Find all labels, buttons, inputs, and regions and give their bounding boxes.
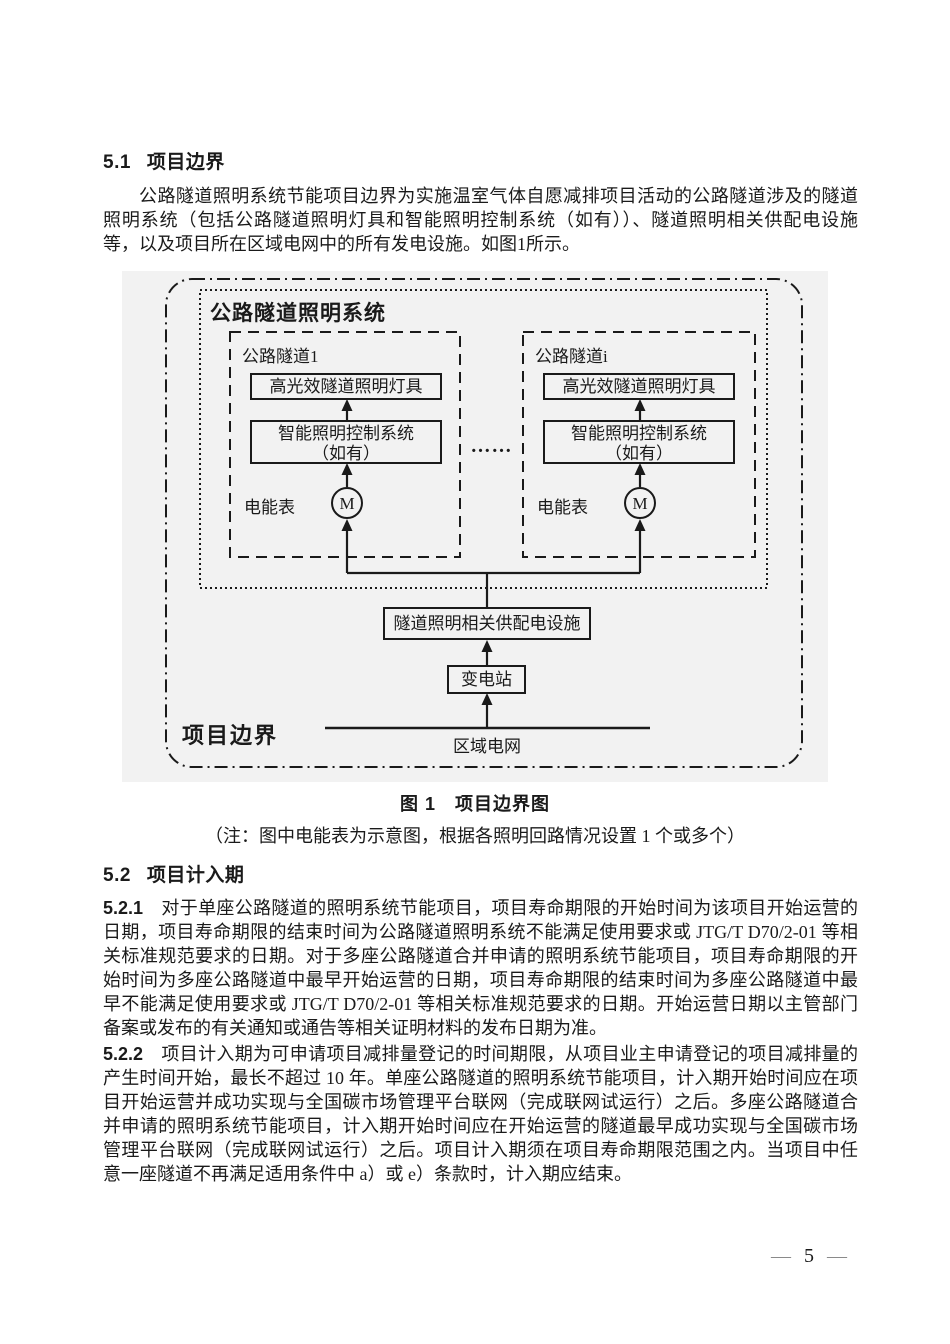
section-number: 5.1: [103, 152, 131, 173]
tunnel-i-control-box: 智能照明控制系统 （如有）: [543, 420, 735, 464]
tunnel-1-meter-icon: M: [331, 487, 363, 519]
tunnel-1-meter-label: 电能表: [244, 498, 295, 517]
page-footer: — 5 —: [0, 1245, 860, 1268]
footer-left-dash: —: [771, 1245, 791, 1267]
figure-project-boundary: 公路隧道照明系统 公路隧道1 高光效隧道照明灯具 智能照明控制系统 （如有） 电…: [122, 271, 828, 782]
control-box-line2: （如有）: [312, 444, 380, 463]
tunnel-i-meter-icon: M: [624, 487, 656, 519]
tunnel-i-border: [522, 331, 756, 558]
control-box-line1: 智能照明控制系统: [278, 424, 414, 443]
supply-facilities-box: 隧道照明相关供配电设施: [383, 607, 591, 640]
section-title: 项目计入期: [146, 865, 245, 886]
lighting-system-border: [199, 289, 768, 589]
tunnel-1-group: 公路隧道1 高光效隧道照明灯具 智能照明控制系统 （如有） 电能表 M: [230, 332, 460, 557]
tunnel-i-meter-label: 电能表: [537, 498, 588, 517]
section-5-2-heading: 5.2 项目计入期: [103, 860, 244, 887]
figure-note: （注：图中电能表为示意图，根据各照明回路情况设置 1 个或多个）: [205, 826, 745, 846]
page-number: 5: [804, 1245, 814, 1267]
tunnel-1-lamp-box: 高光效隧道照明灯具: [250, 373, 442, 400]
section-5-1-paragraph: 公路隧道照明系统节能项目边界为实施温室气体自愿减排项目活动的公路隧道涉及的隧道照…: [103, 186, 858, 254]
lighting-system-title: 公路隧道照明系统: [210, 302, 386, 325]
control-box-line2: （如有）: [605, 444, 673, 463]
paragraph-text: 对于单座公路隧道的照明系统节能项目，项目寿命期限的开始时间为该项目开始运营的日期…: [103, 898, 858, 1038]
control-box-line1: 智能照明控制系统: [571, 424, 707, 443]
substation-box: 变电站: [447, 665, 526, 694]
tunnel-1-border: [229, 331, 461, 558]
figure-connectors: [165, 278, 803, 768]
tunnels-ellipsis: ……: [470, 435, 513, 457]
tunnel-1-control-box: 智能照明控制系统 （如有）: [250, 420, 442, 464]
section-number: 5.2: [103, 865, 131, 886]
project-boundary-label: 项目边界: [182, 723, 279, 748]
paragraph-number: 5.2.1: [103, 898, 144, 918]
tunnel-i-group: 公路隧道i 高光效隧道照明灯具 智能照明控制系统 （如有） 电能表 M: [523, 332, 755, 557]
figure-caption: 图 1 项目边界图: [399, 794, 550, 814]
footer-right-dash: —: [827, 1245, 847, 1267]
paragraph-text: 项目计入期为可申请项目减排量登记的时间期限，从项目业主申请登记的项目减排量的产生…: [103, 1044, 858, 1184]
tunnel-i-label: 公路隧道i: [535, 347, 608, 366]
tunnel-i-lamp-box: 高光效隧道照明灯具: [543, 373, 735, 400]
section-5-1-heading: 5.1 项目边界: [103, 147, 225, 174]
project-boundary-border: [165, 278, 803, 768]
regional-grid-label: 区域电网: [453, 737, 521, 756]
section-title: 项目边界: [146, 152, 225, 173]
tunnel-1-label: 公路隧道1: [242, 347, 319, 366]
paragraph-number: 5.2.2: [103, 1044, 144, 1064]
